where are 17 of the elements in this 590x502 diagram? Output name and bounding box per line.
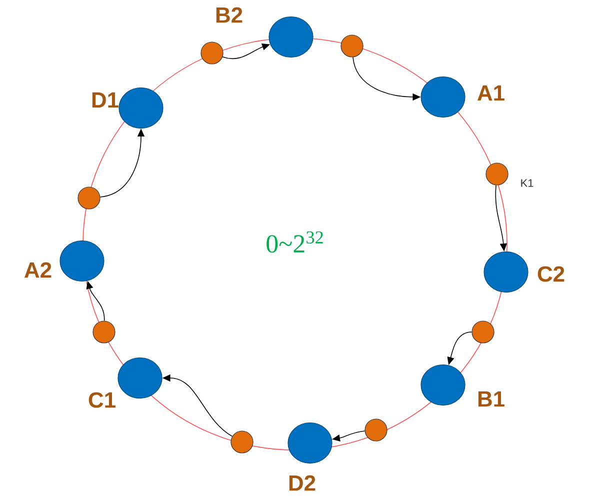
server-label: C2 [538,266,564,282]
server-label: C1 [88,392,116,408]
server-label: A1 [478,85,504,101]
server-label: B2 [216,7,242,23]
key-circle [92,320,116,344]
server-label: D2 [289,475,316,491]
server-label: B1 [478,391,504,407]
range-label: 0~2$^{32}$ [266,231,323,253]
server-label: D1 [92,92,118,108]
key-circle [472,320,494,344]
key-circle [340,34,364,58]
key-circle [200,42,224,64]
key-circle [364,418,388,442]
key-circle [78,186,100,210]
key-label: K1 [521,179,534,187]
key-circle [230,430,254,454]
server-label: A2 [24,262,52,278]
